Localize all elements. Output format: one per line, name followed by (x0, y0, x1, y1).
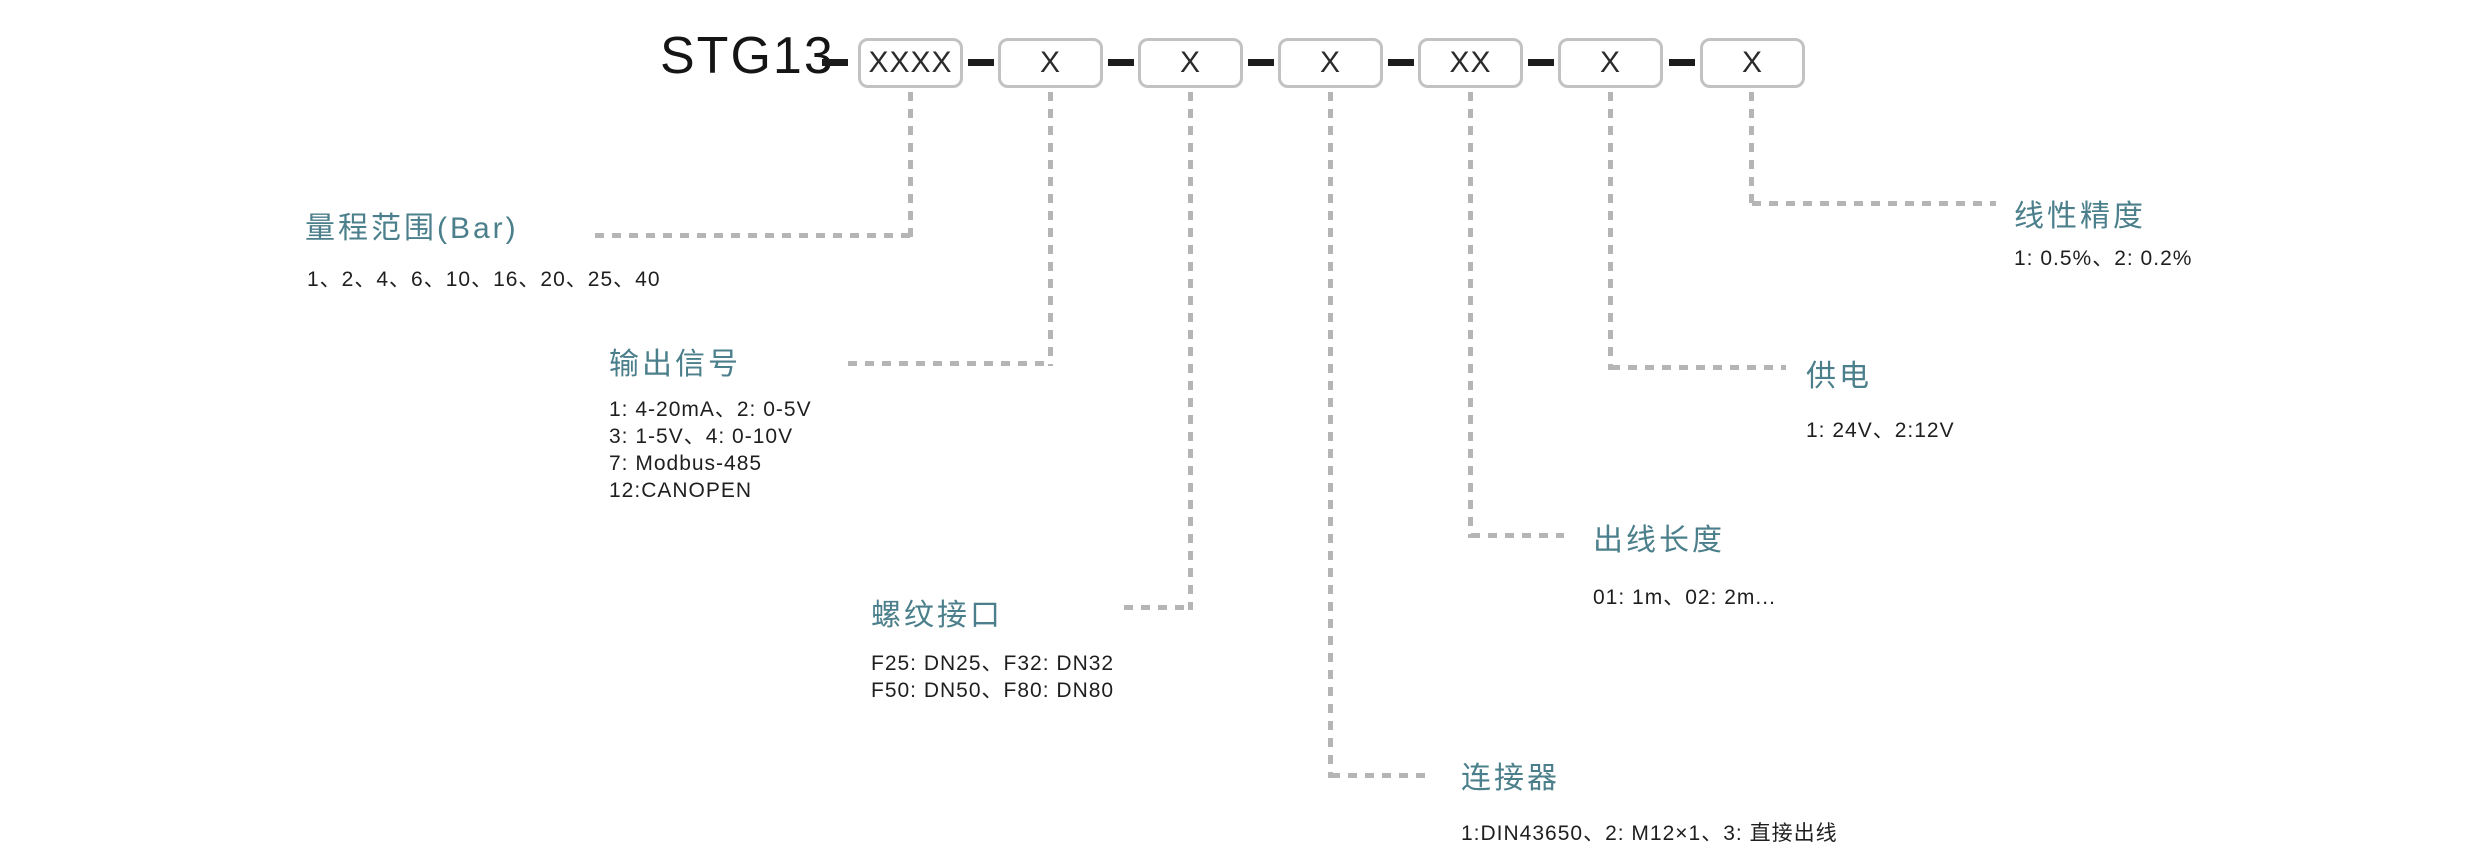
section-linearity-label: 线性精度 (2014, 200, 2146, 233)
separator-dash (1669, 59, 1695, 66)
separator-dash (1528, 59, 1554, 66)
connector-vline-power-supply (1608, 92, 1613, 370)
option-line: F50: DN50、F80: DN80 (871, 679, 1115, 702)
connector-hline-linearity (1752, 201, 1996, 206)
option-line: 1、2、4、6、10、16、20、25、40 (307, 268, 661, 291)
section-output-signal-label: 输出信号 (609, 348, 741, 381)
option-line: 1:DIN43650、2: M12×1、3: 直接出线 (1461, 822, 1838, 845)
section-linearity-options: 1: 0.5%、2: 0.2% (2014, 245, 2192, 272)
section-connector-options: 1:DIN43650、2: M12×1、3: 直接出线 (1461, 820, 1838, 847)
connector-vline-cable-length (1468, 92, 1473, 538)
separator-dash (1108, 59, 1134, 66)
section-cable-length-label: 出线长度 (1593, 524, 1725, 557)
section-cable-length-options: 01: 1m、02: 2m... (1593, 584, 1776, 611)
connector-vline-range (908, 92, 913, 238)
model-segment-box-linearity: X (1700, 38, 1805, 88)
model-segment-box-range: XXXX (858, 38, 963, 88)
model-prefix: STG13 (660, 27, 835, 85)
model-segment-box-power-supply: X (1558, 38, 1663, 88)
connector-vline-connector (1328, 92, 1333, 778)
option-line: 1: 4-20mA、2: 0-5V (609, 398, 812, 421)
separator-dash (822, 59, 848, 66)
model-segment-box-thread-interface: X (1138, 38, 1243, 88)
section-thread-interface-options: F25: DN25、F32: DN32 F50: DN50、F80: DN80 (871, 650, 1114, 704)
connector-hline-range (595, 233, 911, 238)
separator-dash (1388, 59, 1414, 66)
connector-hline-thread-interface (1124, 605, 1191, 610)
option-line: 1: 24V、2:12V (1806, 419, 1955, 442)
option-line: 01: 1m、02: 2m... (1593, 586, 1776, 609)
option-line: F25: DN25、F32: DN32 (871, 652, 1115, 675)
model-segment-box-connector: X (1278, 38, 1383, 88)
option-line: 7: Modbus-485 (609, 452, 763, 475)
option-line: 1: 0.5%、2: 0.2% (2014, 247, 2193, 270)
connector-hline-cable-length (1471, 533, 1564, 538)
section-power-supply-options: 1: 24V、2:12V (1806, 417, 1955, 444)
section-thread-interface-label: 螺纹接口 (871, 599, 1003, 632)
section-power-supply-label: 供电 (1806, 360, 1872, 393)
model-segment-box-cable-length: XX (1418, 38, 1523, 88)
connector-hline-output-signal (848, 361, 1051, 366)
connector-hline-connector (1331, 773, 1433, 778)
connector-vline-output-signal (1048, 92, 1053, 366)
option-line: 12:CANOPEN (609, 479, 753, 502)
connector-vline-thread-interface (1188, 92, 1193, 610)
model-segment-box-output-signal: X (998, 38, 1103, 88)
section-connector-label: 连接器 (1461, 762, 1560, 795)
connector-hline-power-supply (1611, 365, 1786, 370)
separator-dash (1248, 59, 1274, 66)
section-range-options: 1、2、4、6、10、16、20、25、40 (307, 266, 661, 293)
section-output-signal-options: 1: 4-20mA、2: 0-5V 3: 1-5V、4: 0-10V 7: Mo… (609, 396, 812, 504)
section-range-label: 量程范围(Bar) (305, 212, 519, 245)
connector-vline-linearity (1749, 92, 1754, 206)
option-line: 3: 1-5V、4: 0-10V (609, 425, 794, 448)
separator-dash (968, 59, 994, 66)
